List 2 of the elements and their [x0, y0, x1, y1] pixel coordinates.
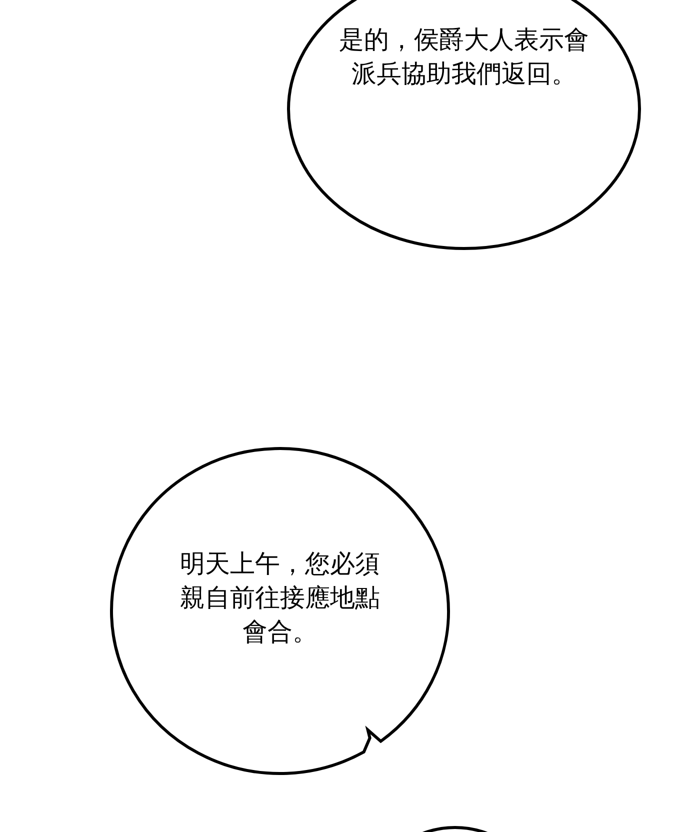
dialogue-text: 明天上午，您必須親自前往接應地點會合。 — [179, 548, 381, 648]
dialogue-text: 是的，侯爵大人表示會派兵協助我們返回。 — [338, 24, 590, 90]
